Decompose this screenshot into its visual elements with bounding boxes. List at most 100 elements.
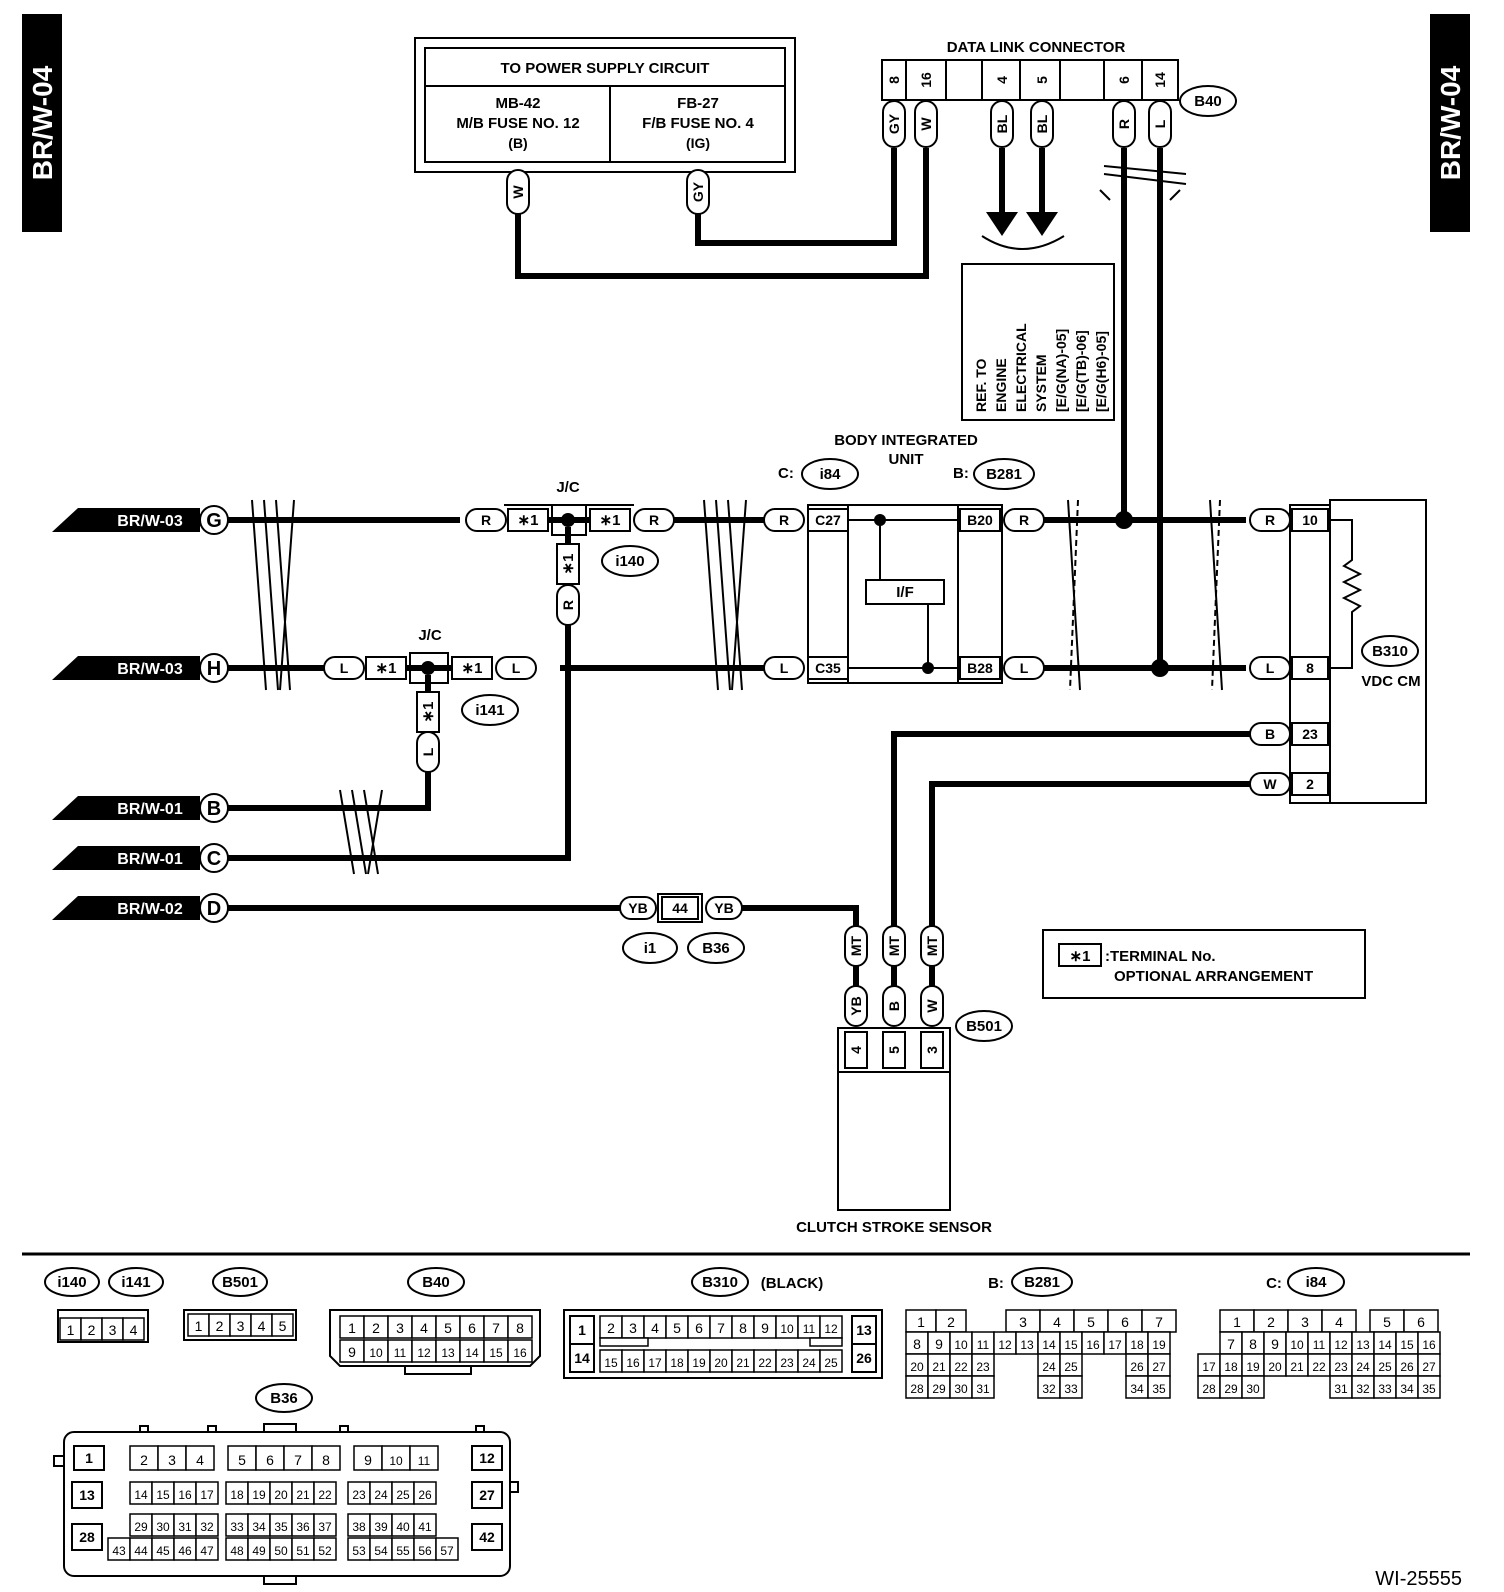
biu-if-box-text: I/F (896, 584, 914, 601)
wire-l-to-b (228, 772, 431, 811)
offpage-flag-B (52, 796, 200, 820)
right-page-tab: BR/W-04 (1430, 14, 1470, 232)
jc2-l-down (416, 731, 440, 773)
jc-top-label: J/C (556, 479, 580, 496)
sensor-mt-1 (882, 925, 906, 967)
view-b310-r2-17: 17 (648, 1356, 662, 1370)
jc1-dot (561, 513, 575, 527)
view-b310-r1-2: 2 (607, 1320, 615, 1336)
biu-inner-lines (848, 519, 958, 669)
sensor-wire-0 (844, 985, 868, 1027)
view-b36-r4b-49: 49 (252, 1544, 266, 1558)
view-i140-label-text: i140 (57, 1274, 86, 1291)
view-i84-r2-11: 11 (1313, 1338, 1326, 1352)
view-b36-p27 (471, 1481, 503, 1509)
view-b40-r2-10: 10 (369, 1346, 383, 1360)
view-b281-r2-18: 18 (1130, 1338, 1144, 1352)
jc1-star-left-text: ∗1 (518, 512, 539, 529)
view-b36-r3c-41: 41 (418, 1520, 432, 1534)
view-b36-tab-3 (475, 1425, 485, 1433)
view-b310-p14 (569, 1343, 595, 1373)
jc1-star-right-text: ∗1 (600, 512, 621, 529)
dlc-wire-3-text: BL (1034, 114, 1050, 133)
view-b36-r1b-5: 5 (238, 1452, 246, 1468)
i1-label (622, 932, 678, 964)
i140-label-text: i140 (615, 553, 644, 570)
jc1-star-down-text: ∗1 (560, 554, 577, 575)
sensor-mt-2 (920, 925, 944, 967)
view-b36-r1a-cell (129, 1445, 159, 1471)
jc1-star-left (507, 508, 549, 532)
sensor-pin-5 (882, 1031, 906, 1069)
document-code: WI-25555 (1375, 1568, 1462, 1590)
view-b36-label (255, 1383, 313, 1413)
view-i84-r4b-34: 34 (1400, 1382, 1414, 1396)
view-b310-label (691, 1267, 749, 1297)
view-b36-r1b-8: 8 (322, 1452, 330, 1468)
view-b281-prefix: B: (988, 1275, 1004, 1292)
view-b281-r2-9: 9 (935, 1336, 943, 1352)
offpage-circle-C (199, 843, 229, 873)
view-b36-r1a-cell (157, 1445, 187, 1471)
left-tab-text: BR/W-04 (27, 65, 58, 180)
view-b36-key-top (263, 1423, 297, 1433)
jc2-l-left-text: L (340, 660, 349, 676)
yb-right-text: YB (714, 900, 733, 916)
view-b36-r3c-40: 40 (396, 1520, 410, 1534)
biu-r-out (1003, 508, 1045, 532)
jc1-body (551, 504, 587, 536)
view-b36-r4c-55: 55 (396, 1544, 410, 1558)
biu-l-out (1003, 656, 1045, 680)
view-b36-r4a-cell (195, 1537, 219, 1561)
jc1-r-down (556, 584, 580, 626)
view-b36-r4c-56: 56 (418, 1544, 432, 1558)
vdc-pin-23 (1291, 722, 1329, 746)
view-i84-r3-20: 20 (1268, 1360, 1282, 1374)
vdc-body (1329, 499, 1427, 804)
sensor-wire-1-text: B (886, 1001, 902, 1011)
view-b36-r3a-30: 30 (156, 1520, 170, 1534)
view-b36-r4a-46: 46 (178, 1544, 192, 1558)
view-b310-p13-text: 13 (856, 1322, 872, 1338)
view-b36-r3b-35: 35 (274, 1520, 288, 1534)
dlc-break-marks (1099, 165, 1187, 201)
view-i84-r3-18: 18 (1224, 1360, 1238, 1374)
dlc-wire-0-text: GY (886, 113, 902, 134)
view-b310-label-text: B310 (702, 1274, 738, 1291)
view-b281-r1b-3: 3 (1019, 1314, 1027, 1330)
ref-line-2: ELECTRICAL (1013, 323, 1029, 412)
offpage-ref-B: BR/W-01 (117, 801, 183, 818)
view-b36-r3c-38: 38 (352, 1520, 366, 1534)
b501-label-text: B501 (966, 1018, 1002, 1035)
power-supply-box: TO POWER SUPPLY CIRCUIT MB-42 M/B FUSE N… (414, 37, 796, 173)
vdc-resistor (1328, 519, 1363, 669)
legend-box: ∗1 :TERMINAL No. OPTIONAL ARRANGEMENT (1042, 929, 1366, 999)
sensor-pin-3 (920, 1031, 944, 1069)
view-b36-r3b-36: 36 (296, 1520, 310, 1534)
i141-label-text: i141 (475, 702, 504, 719)
view-i141-label (108, 1267, 164, 1297)
view-b36-r1a-4: 4 (196, 1452, 204, 1468)
view-b36-r2c-25: 25 (396, 1488, 410, 1502)
b281-label-text: B281 (986, 466, 1022, 483)
view-b310-p26-text: 26 (856, 1350, 872, 1366)
view-b281-r3c-27: 27 (1152, 1360, 1166, 1374)
view-i84-r2-7: 7 (1227, 1336, 1235, 1352)
bl-arc (981, 235, 1065, 250)
vdc-wire-2-text: W (1263, 776, 1277, 792)
view-b40-r2-14: 14 (465, 1346, 479, 1360)
biu-title-2: UNIT (889, 451, 924, 468)
view-b310-r1-8: 8 (739, 1320, 747, 1336)
yb-left (619, 896, 657, 920)
dlc-pin-6: 6 (1116, 76, 1132, 84)
bl-arrow-0 (986, 212, 1018, 236)
view-b281-r4c-34: 34 (1130, 1382, 1144, 1396)
jc1-star-right (589, 508, 631, 532)
view-b310-r2-20: 20 (714, 1356, 728, 1370)
offpage-letter-C: C (207, 848, 221, 870)
view-i84-r4b-cell (1417, 1375, 1441, 1399)
view-i141-label-text: i141 (121, 1274, 150, 1291)
view-b281-r3a-22: 22 (954, 1360, 968, 1374)
